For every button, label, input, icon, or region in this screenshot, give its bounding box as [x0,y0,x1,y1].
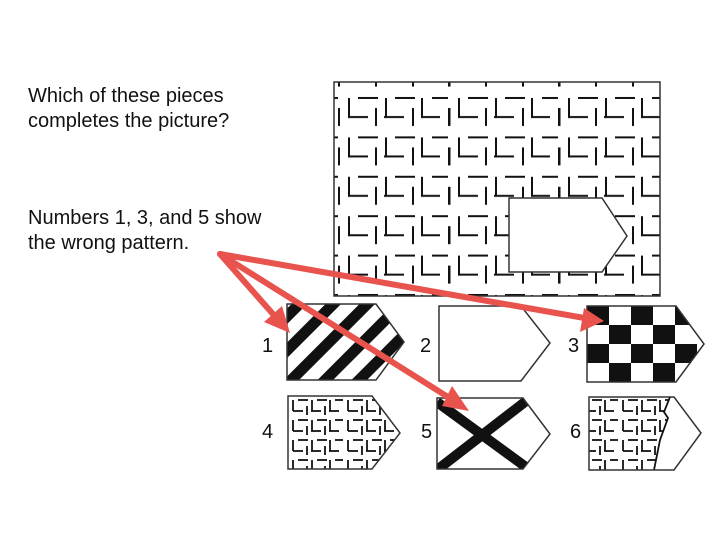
option-number-4: 4 [262,421,273,443]
option-piece-6[interactable] [588,396,702,471]
pointer-arrows [217,251,593,405]
question-line-1: Which of these pieces [28,85,224,107]
note-line-2: the wrong pattern. [28,232,190,254]
option-number-1: 1 [262,335,273,357]
arrow-to-option-3 [217,251,593,322]
note-line-1: Numbers 1, 3, and 5 show [28,207,262,229]
option-piece-5[interactable] [436,397,551,470]
option-number-2: 2 [420,335,431,357]
option-number-3: 3 [568,335,579,357]
question-line-2: completes the picture? [28,110,230,132]
arrow-head-option-1 [264,306,290,333]
arrow-head-option-5 [442,386,469,411]
missing-piece-gap [508,197,628,273]
main-picture [333,81,661,297]
arrow-head-option-3 [580,308,604,332]
option-piece-1[interactable] [280,298,410,388]
option-piece-2[interactable] [438,305,551,382]
arrow-to-option-1 [217,251,283,325]
arrow-heads [264,306,604,411]
option-number-5: 5 [421,421,432,443]
option-number-6: 6 [570,421,581,443]
option-piece-3[interactable] [586,305,705,383]
arrow-to-option-5 [217,251,459,405]
option-piece-4[interactable] [285,392,405,474]
